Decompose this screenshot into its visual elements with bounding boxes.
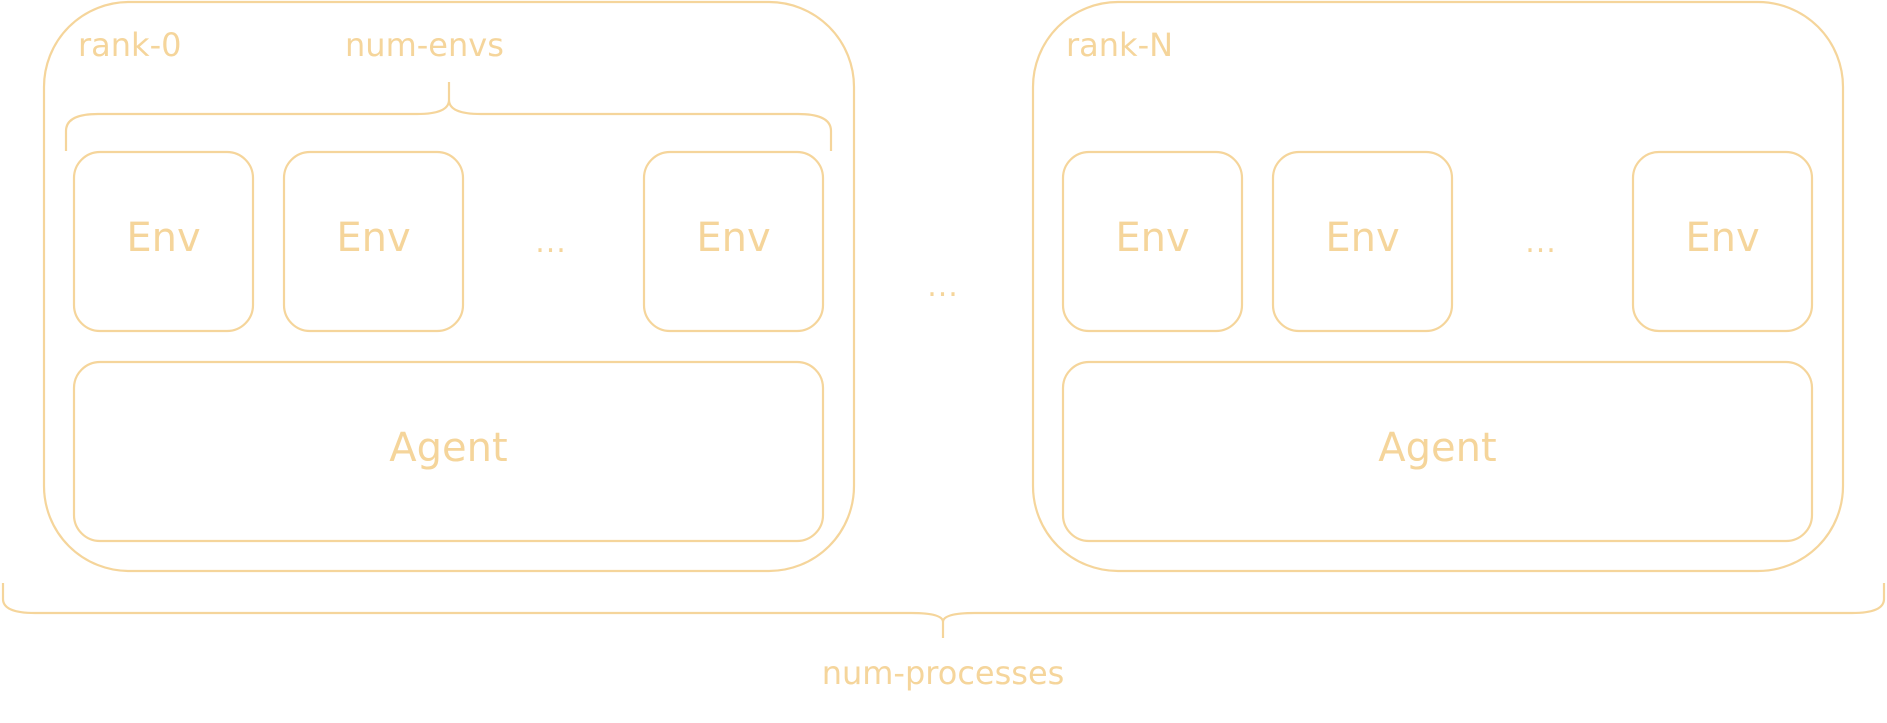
rank-N-agent-box [1061, 360, 1814, 543]
num-processes-brace [1, 583, 1886, 638]
rank-N-env-label-3: Env [1685, 215, 1759, 261]
rank-0-env-box-3 [642, 150, 825, 333]
rank-N-env-label-2: Env [1325, 215, 1399, 261]
rank-N-label: rank-N [1066, 26, 1173, 64]
rank-0-env-box-2 [282, 150, 465, 333]
num-envs-label: num-envs [345, 26, 504, 64]
rank-N-env-ellipsis: ... [1525, 225, 1557, 260]
rank-N-env-box-2 [1271, 150, 1454, 333]
rank-N-process: rank-N Env Env ... Env Agent [1031, 0, 1845, 573]
rank-0-env-label-2: Env [336, 215, 410, 261]
between-ranks-ellipsis: ... [927, 269, 959, 304]
rank-0-env-label-1: Env [126, 215, 200, 261]
rank-N-container [1031, 0, 1845, 573]
rank-N-agent-label: Agent [1378, 425, 1496, 471]
rank-0-container [42, 0, 856, 573]
rank-0-env-label-3: Env [696, 215, 770, 261]
rank-0-label: rank-0 [78, 26, 181, 64]
num-processes-label: num-processes [822, 654, 1065, 692]
rank-N-env-box-1 [1061, 150, 1244, 333]
rank-0-agent-label: Agent [389, 425, 507, 471]
rank-0-env-ellipsis: ... [535, 225, 567, 260]
num-envs-brace [64, 82, 833, 151]
rank-0-agent-box [72, 360, 825, 543]
rank-N-env-box-3 [1631, 150, 1814, 333]
rank-0-process: rank-0 num-envs Env Env ... Env Agent [42, 0, 856, 573]
rank-0-env-box-1 [72, 150, 255, 333]
rank-N-env-label-1: Env [1115, 215, 1189, 261]
